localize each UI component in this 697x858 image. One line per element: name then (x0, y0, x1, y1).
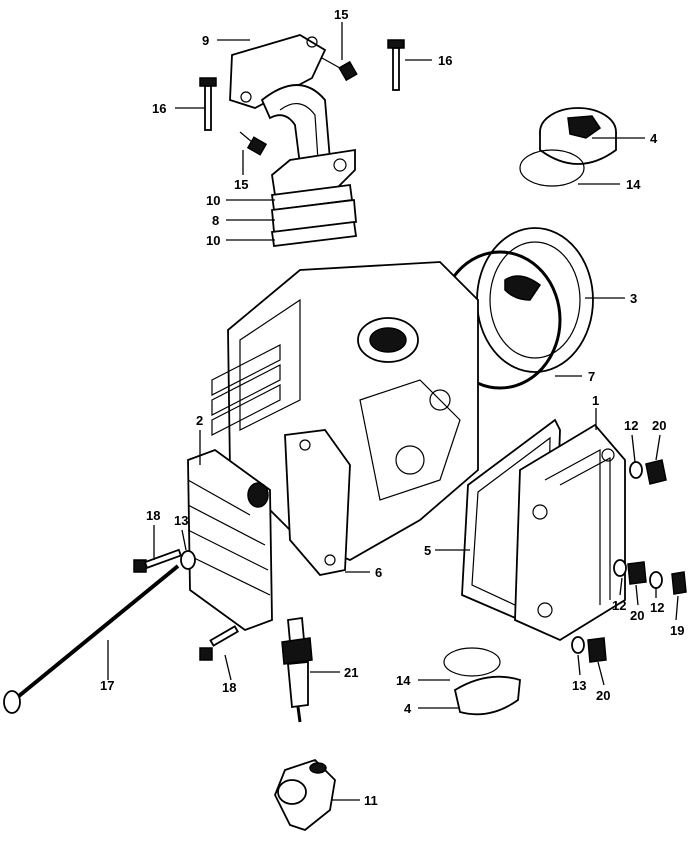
callout-10-bottom: 10 (206, 233, 220, 248)
callout-7: 7 (588, 369, 595, 384)
callout-8: 8 (212, 213, 219, 228)
spark-plug (281, 616, 313, 723)
callout-14-top: 14 (626, 177, 641, 192)
washer-13-left (180, 550, 196, 570)
bolt-18-upper (133, 548, 183, 573)
callout-10-top: 10 (206, 193, 220, 208)
washer-12-mid (613, 559, 627, 577)
plug-cap (274, 758, 336, 832)
cap-nut-20-lower (587, 637, 607, 663)
callout-18-lower: 18 (222, 680, 236, 695)
callout-9: 9 (202, 33, 209, 48)
callout-5: 5 (424, 543, 431, 558)
callout-17: 17 (100, 678, 114, 693)
cap-nut-19 (671, 571, 687, 595)
bolt-16-right (387, 39, 405, 91)
tappet-cap-lower (443, 647, 521, 716)
callout-4-top: 4 (650, 131, 658, 146)
callout-21: 21 (344, 665, 358, 680)
callout-14-bottom: 14 (396, 673, 411, 688)
callout-labels: 9 15 16 16 15 10 8 10 4 14 3 7 2 1 12 20… (100, 7, 684, 808)
callout-13-left: 13 (174, 513, 188, 528)
insulator-gasket-stack (270, 183, 358, 248)
washer-12-right (649, 571, 663, 589)
callout-16-right: 16 (438, 53, 452, 68)
cap-nut-20-mid (627, 561, 647, 585)
callout-1: 1 (592, 393, 599, 408)
callout-16-left: 16 (152, 101, 166, 116)
callout-15-lower: 15 (234, 177, 248, 192)
callout-15-top: 15 (334, 7, 348, 22)
cap-nut-20-top (645, 459, 667, 485)
callout-12-top: 12 (624, 418, 638, 433)
side-cover (476, 227, 594, 373)
long-stud (3, 564, 180, 714)
callout-3: 3 (630, 291, 637, 306)
callout-4-bottom: 4 (404, 701, 412, 716)
callout-18-upper: 18 (146, 508, 160, 523)
callout-12-right: 12 (650, 600, 664, 615)
washer-12-top (629, 461, 643, 479)
callout-13-lower: 13 (572, 678, 586, 693)
callout-20-top: 20 (652, 418, 666, 433)
bolt-15-upper (321, 57, 358, 82)
callout-20-mid: 20 (630, 608, 644, 623)
callout-6: 6 (375, 565, 382, 580)
tappet-cap-upper (519, 107, 617, 187)
exhaust-gasket (284, 429, 351, 576)
callout-20-lower: 20 (596, 688, 610, 703)
leader-lines (107, 22, 679, 801)
intake-manifold (229, 34, 356, 196)
cylinder-head-cover (187, 448, 273, 632)
rocker-cover (514, 423, 626, 642)
callout-2: 2 (196, 413, 203, 428)
bolt-16-left (199, 77, 217, 131)
callout-19: 19 (670, 623, 684, 638)
bolt-18-lower (199, 625, 239, 661)
callout-11: 11 (364, 793, 378, 808)
bolt-15-lower (239, 131, 268, 156)
washer-13-lower (571, 636, 585, 654)
callout-12-mid: 12 (612, 598, 626, 613)
